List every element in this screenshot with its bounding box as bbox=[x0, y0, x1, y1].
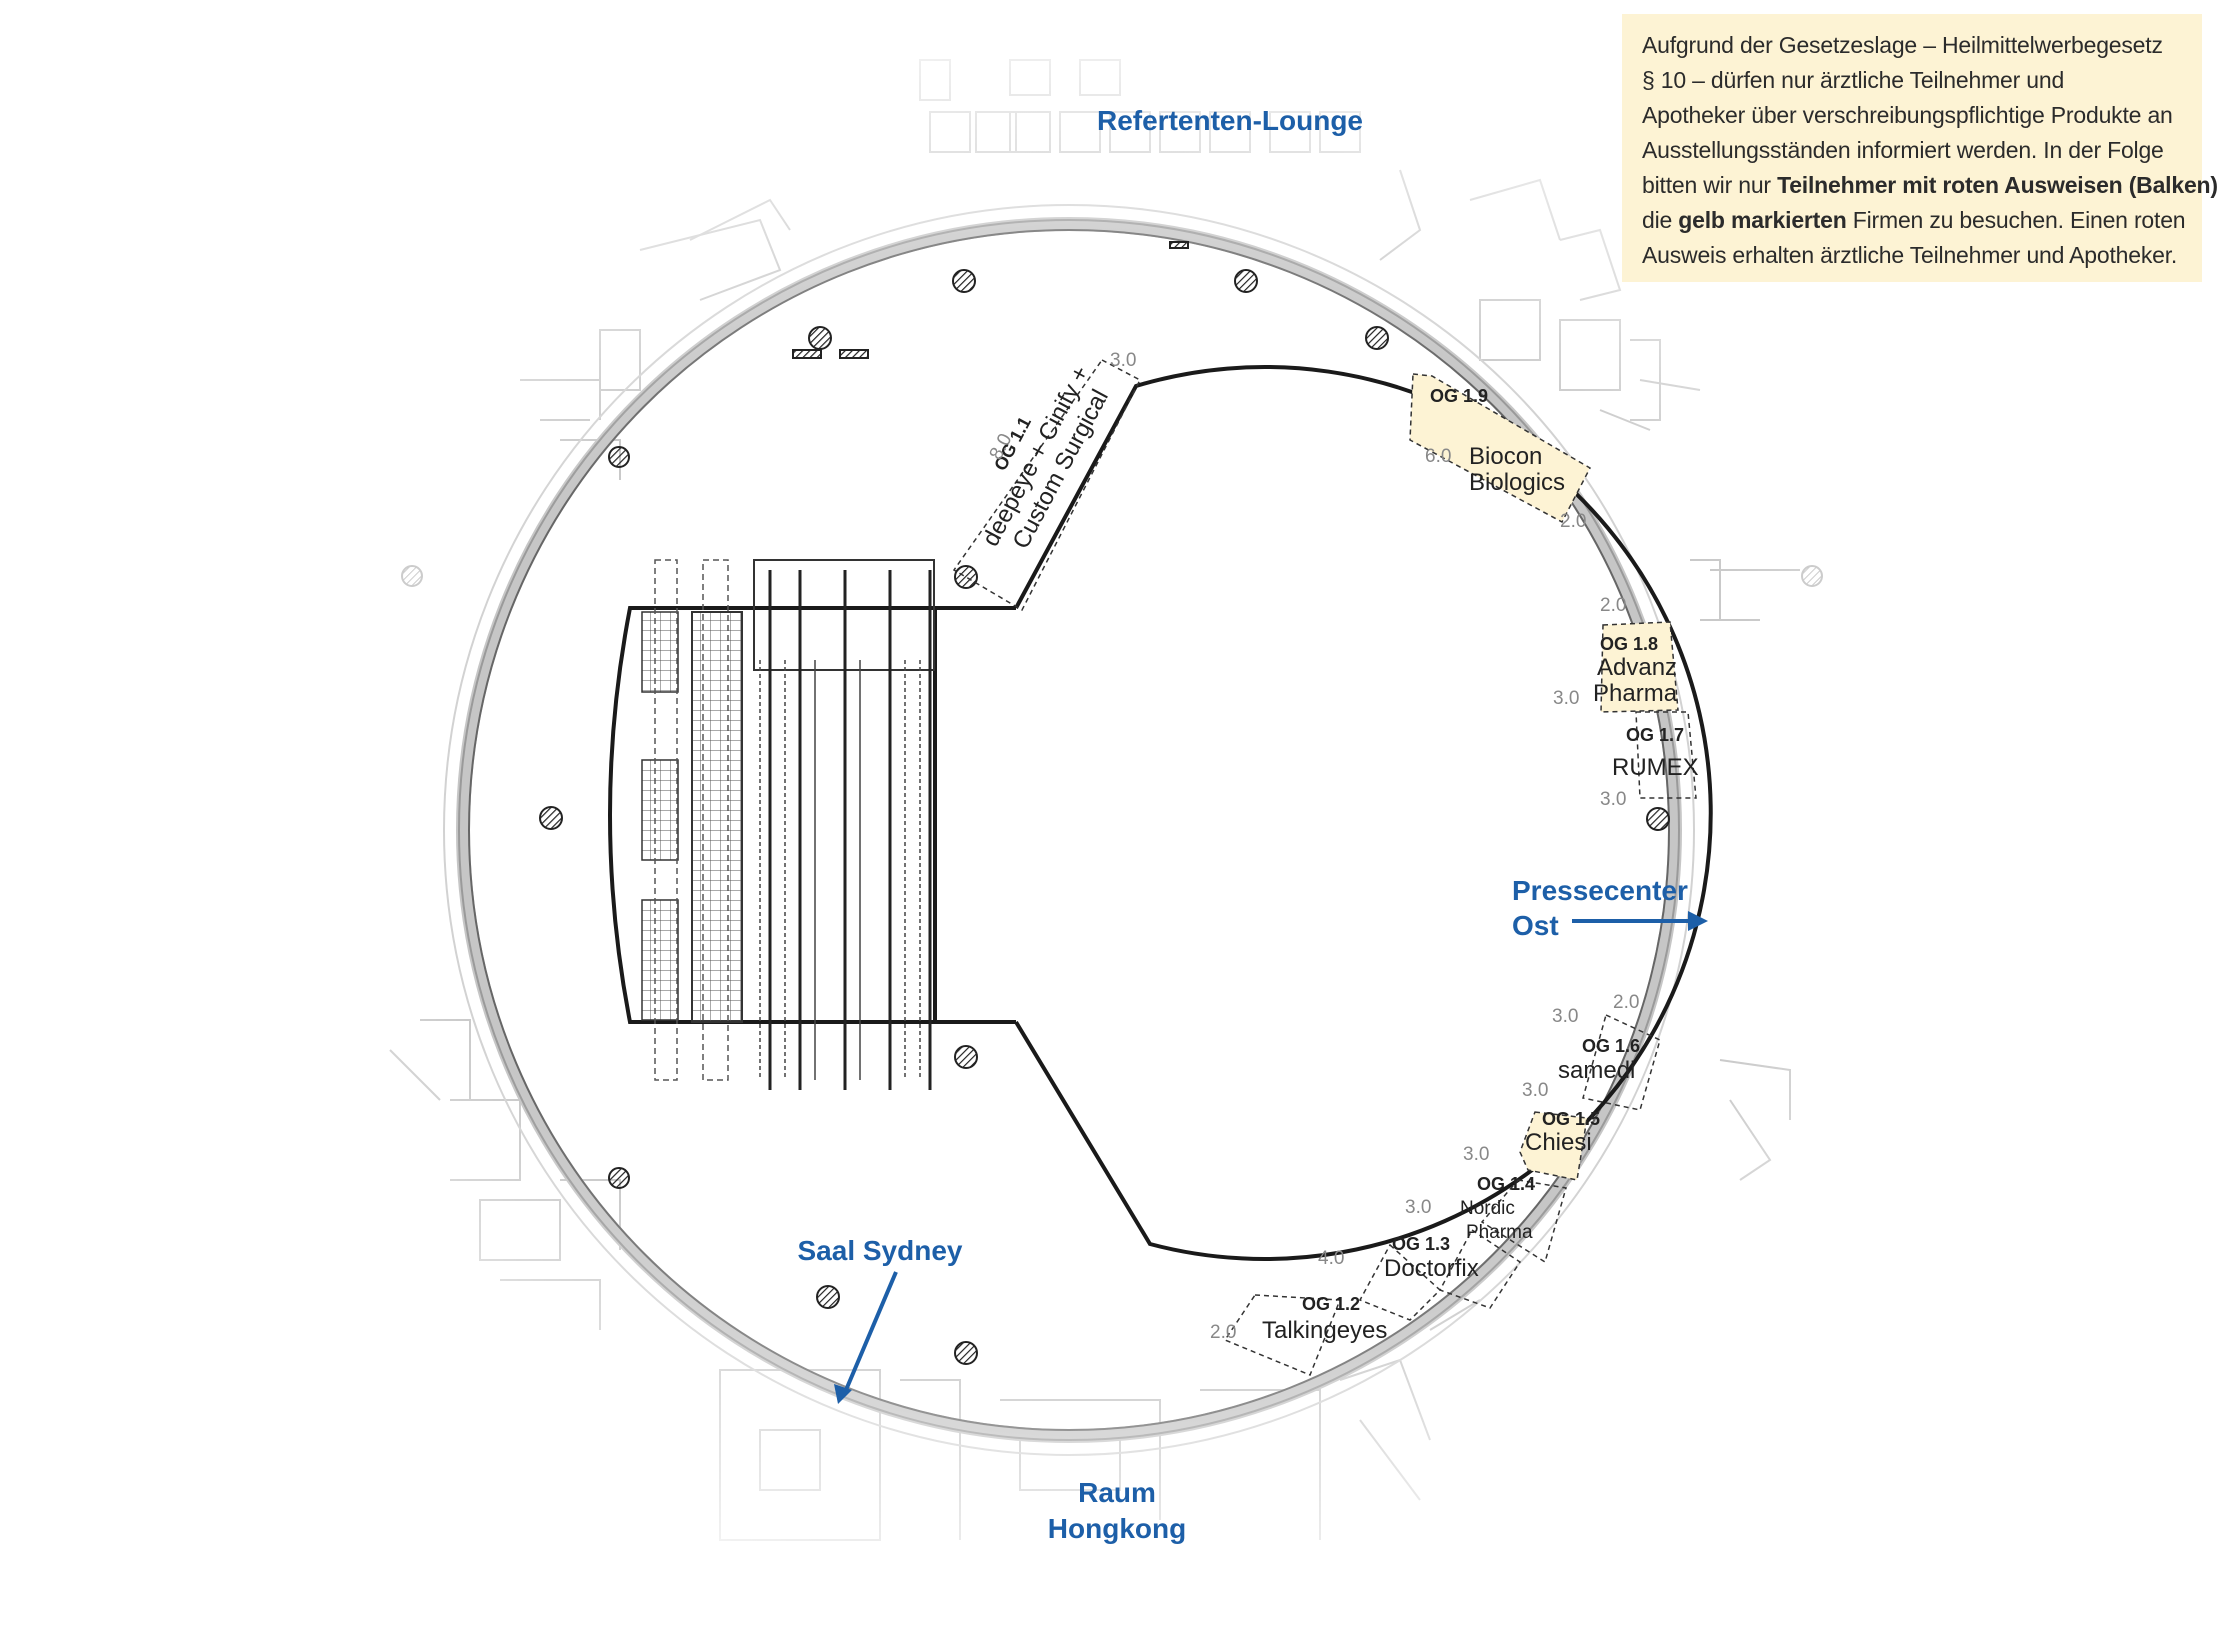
stand-og19-dim-b: 2.0 bbox=[1560, 511, 1586, 532]
stand-og19-name-line2: Biologics bbox=[1469, 469, 1565, 496]
stand-og16-id: OG 1.6 bbox=[1582, 1036, 1640, 1056]
stand-og14-name-line2: Pharma bbox=[1466, 1222, 1533, 1243]
notice-line-5-bold: Teilnehmer mit roten Ausweisen (Balken), bbox=[1777, 172, 2218, 198]
stand-og14-dim: 3.0 bbox=[1463, 1144, 1489, 1165]
stand-og12-name: Talkingeyes bbox=[1262, 1317, 1387, 1344]
stand-og13-dim-label: 3.0 bbox=[1405, 1197, 1431, 1218]
referenten-lounge-label: Refertenten-Lounge bbox=[1097, 105, 1363, 136]
notice-line-6-bold: gelb markierten bbox=[1678, 207, 1847, 233]
columns bbox=[401, 269, 1823, 1365]
saal-sydney-label: Saal Sydney bbox=[798, 1235, 963, 1266]
stand-og15-dim: 3.0 bbox=[1522, 1080, 1548, 1101]
stands bbox=[952, 359, 1697, 1376]
raum-hongkong-label-line2: Hongkong bbox=[1048, 1513, 1186, 1544]
legal-notice-box: Aufgrund der Gesetzeslage – Heilmittelwe… bbox=[1622, 14, 2218, 282]
stand-og17-name: RUMEX bbox=[1612, 754, 1699, 781]
stand-og14-name-line1: Nordic bbox=[1460, 1198, 1515, 1219]
gallery-void bbox=[935, 365, 1713, 1261]
notice-line-6-text-b: Firmen zu besuchen. Einen roten bbox=[1846, 207, 2186, 233]
notice-line-4: Ausstellungsständen informiert werden. I… bbox=[1642, 137, 2164, 163]
stand-og16-dim-a: 2.0 bbox=[1613, 992, 1639, 1013]
stand-og13-id: OG 1.3 bbox=[1392, 1234, 1450, 1254]
pressecenter-label-line1: Pressecenter bbox=[1512, 875, 1688, 906]
notice-line-1: Aufgrund der Gesetzeslage – Heilmittelwe… bbox=[1642, 32, 2163, 58]
stand-og12-dim: 2.0 bbox=[1210, 1322, 1236, 1343]
stand-og15-name: Chiesi bbox=[1525, 1129, 1592, 1156]
notice-line-3: Apotheker über verschreibungspflichtige … bbox=[1642, 102, 2173, 128]
pressecenter-label-line2: Ost bbox=[1512, 910, 1559, 941]
stand-og19-name-line1: Biocon bbox=[1469, 443, 1542, 470]
notice-line-6: die gelb markierten Firmen zu besuchen. … bbox=[1642, 203, 2186, 238]
stand-og14-id: OG 1.4 bbox=[1477, 1174, 1535, 1194]
stand-og13-name: Doctorfix bbox=[1384, 1255, 1479, 1282]
direction-arrows bbox=[834, 911, 1708, 1404]
stand-og18-dim-b: 3.0 bbox=[1553, 688, 1579, 709]
stand-og17-id: OG 1.7 bbox=[1626, 725, 1684, 745]
stand-og15-id: OG 1.5 bbox=[1542, 1109, 1600, 1129]
stand-og17-dim: 3.0 bbox=[1600, 789, 1626, 810]
stand-og16-name: samedi bbox=[1558, 1057, 1635, 1084]
stand-og18-dim-a: 2.0 bbox=[1600, 595, 1626, 616]
stand-og11-dim-a: 3.0 bbox=[1110, 350, 1136, 371]
stand-og18-name-line1: Advanz bbox=[1597, 654, 1677, 681]
stand-og18-name-line2: Pharma bbox=[1593, 680, 1678, 707]
stand-og19-id: OG 1.9 bbox=[1430, 386, 1488, 406]
stair-core bbox=[608, 559, 937, 1090]
highlighted-stands bbox=[1409, 373, 1679, 1181]
notice-line-7: Ausweis erhalten ärztliche Teilnehmer un… bbox=[1642, 242, 2178, 268]
stand-og19-dim-a: 6.0 bbox=[1425, 446, 1451, 467]
stand-og12-id: OG 1.2 bbox=[1302, 1294, 1360, 1314]
stand-og13-dim: 4.0 bbox=[1318, 1248, 1344, 1269]
small-fixtures bbox=[792, 241, 1189, 359]
notice-line-6-text-a: die bbox=[1642, 207, 1679, 233]
stand-og16-dim-b: 3.0 bbox=[1552, 1006, 1578, 1027]
stand-og18-id: OG 1.8 bbox=[1600, 634, 1658, 654]
notice-line-5: bitten wir nur Teilnehmer mit roten Ausw… bbox=[1642, 168, 2218, 203]
raum-hongkong-label-line1: Raum bbox=[1078, 1477, 1156, 1508]
notice-line-2: § 10 – dürfen nur ärztliche Teilnehmer u… bbox=[1642, 67, 2065, 93]
notice-line-5-text: bitten wir nur bbox=[1642, 172, 1778, 198]
